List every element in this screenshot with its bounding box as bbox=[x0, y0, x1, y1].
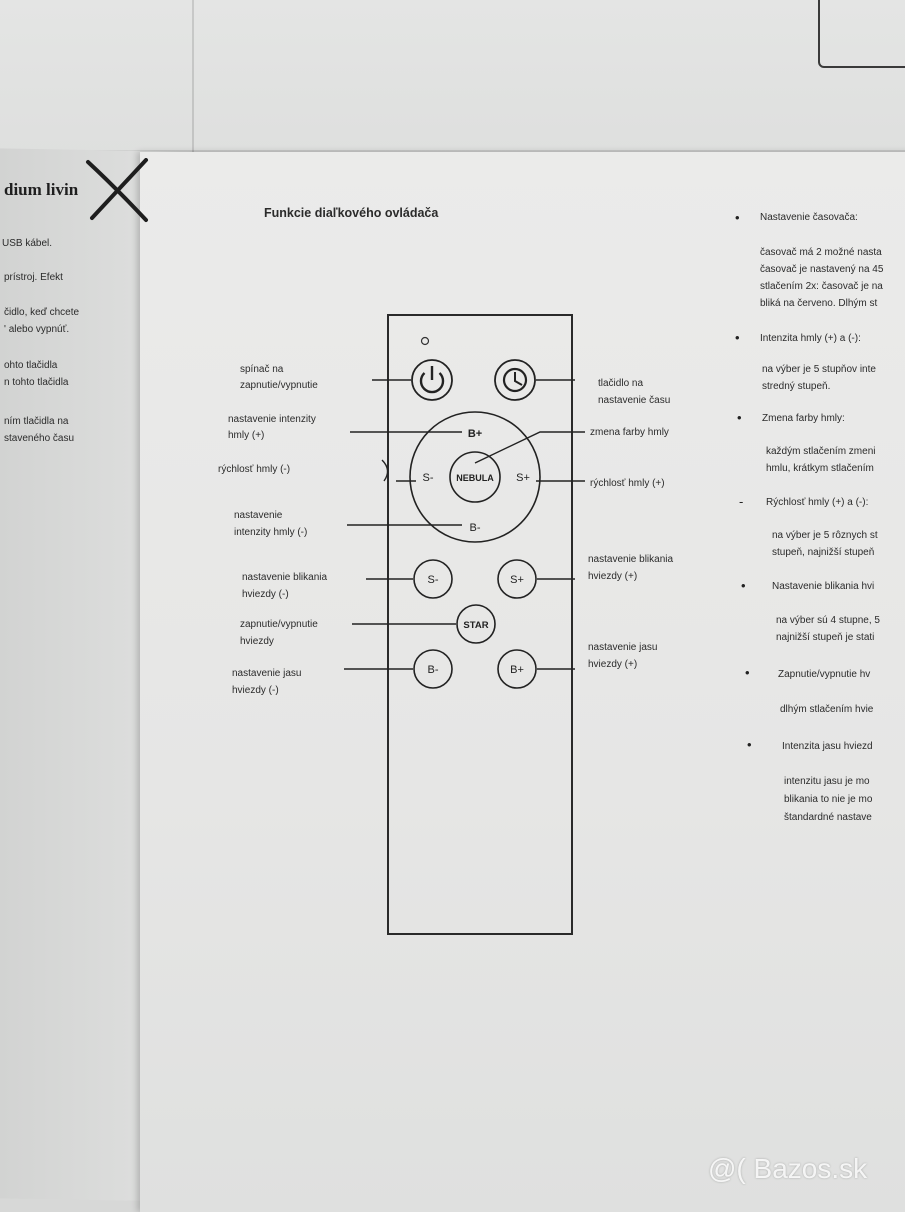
right-head-4: Rýchlosť hmly (+) a (-): bbox=[766, 497, 869, 508]
b-minus2-label: B- bbox=[428, 664, 439, 676]
right-bullet-3: • bbox=[737, 410, 742, 425]
left-line-7: ním tlačidla na bbox=[4, 416, 69, 427]
power-button-circle bbox=[411, 359, 453, 401]
right-line-2-1: na výber je 5 stupňov inte bbox=[762, 364, 876, 375]
left-line-5: ohto tlačidla bbox=[4, 360, 58, 371]
left-page-heading: dium livin bbox=[4, 180, 79, 199]
star-label: STAR bbox=[463, 620, 488, 631]
label-fog-intensity-plus-2: hmly (+) bbox=[228, 430, 265, 441]
right-line-4-2: stupeň, najnižší stupeň bbox=[772, 547, 875, 558]
right-bullet-7: • bbox=[747, 737, 752, 752]
label-star-blink-minus-2: hviezdy (-) bbox=[242, 589, 289, 600]
label-star-bright-plus-2: hviezdy (+) bbox=[588, 659, 638, 670]
right-line-1-4: bliká na červeno. Dlhým st bbox=[760, 298, 878, 309]
b-plus-label: B+ bbox=[468, 428, 482, 440]
label-star-blink-minus-1: nastavenie blikania bbox=[242, 572, 328, 583]
label-timer-1: tlačidlo na bbox=[598, 378, 644, 389]
star-bright-plus-circle bbox=[497, 649, 537, 689]
right-line-5-1: na výber sú 4 stupne, 5 bbox=[776, 615, 880, 626]
right-bullet-5: • bbox=[741, 578, 746, 593]
nebula-button-circle bbox=[449, 451, 501, 503]
left-line-8: staveného času bbox=[4, 433, 75, 444]
label-power-1: spínač na bbox=[240, 364, 284, 375]
left-line-6: n tohto tlačidla bbox=[4, 377, 69, 388]
right-head-5: Nastavenie blikania hvi bbox=[772, 581, 875, 592]
star-blink-plus-circle bbox=[497, 559, 537, 599]
label-star-bright-plus-1: nastavenie jasu bbox=[588, 642, 658, 653]
right-head-2: Intenzita hmly (+) a (-): bbox=[760, 333, 861, 344]
label-fog-speed-plus: rýchlosť hmly (+) bbox=[590, 478, 665, 489]
label-fog-intensity-plus-1: nastavenie intenzity bbox=[228, 414, 316, 425]
s-plus-label: S+ bbox=[516, 472, 530, 484]
star-blink-minus-circle bbox=[413, 559, 453, 599]
right-head-1: Nastavenie časovača: bbox=[760, 212, 858, 223]
label-star-onoff-2: hviezdy bbox=[240, 636, 274, 647]
right-bullet-4: - bbox=[739, 494, 744, 509]
label-fog-speed-minus: rýchlosť hmly (-) bbox=[218, 464, 291, 475]
paper-fold-horizontal bbox=[0, 150, 905, 153]
right-line-5-2: najnižší stupeň je stati bbox=[776, 632, 875, 643]
s-minus2-label: S- bbox=[428, 574, 439, 586]
leader-lines bbox=[344, 379, 585, 670]
watermark: @( Bazos.sk bbox=[708, 1153, 868, 1184]
star-bright-minus-circle bbox=[413, 649, 453, 689]
right-line-3-2: hmlu, krátkym stlačením bbox=[766, 463, 874, 474]
right-head-7: Intenzita jasu hviezd bbox=[782, 741, 873, 752]
star-button-circle bbox=[456, 604, 496, 644]
top-paper-sheet bbox=[0, 0, 905, 160]
led-indicator bbox=[420, 336, 430, 346]
left-line-4: ' alebo vypnúť. bbox=[4, 324, 70, 335]
right-head-6: Zapnutie/vypnutie hv bbox=[778, 669, 871, 680]
right-line-1-2: časovač je nastavený na 45 bbox=[760, 264, 884, 275]
right-line-6-1: dlhým stlačením hvie bbox=[780, 704, 874, 715]
right-line-1-1: časovač má 2 možné nasta bbox=[760, 247, 882, 258]
label-fog-intensity-minus-2: intenzity hmly (-) bbox=[234, 527, 308, 538]
label-star-bright-minus-1: nastavenie jasu bbox=[232, 668, 302, 679]
power-icon bbox=[419, 366, 445, 394]
right-line-4-1: na výber je 5 rôznych st bbox=[772, 530, 878, 541]
b-plus2-label: B+ bbox=[510, 664, 524, 676]
printed-box-corner bbox=[818, 0, 905, 68]
right-head-3: Zmena farby hmly: bbox=[762, 413, 845, 424]
label-fog-intensity-minus-1: nastavenie bbox=[234, 510, 283, 521]
label-star-blink-plus-1: nastavenie blikania bbox=[588, 554, 674, 565]
right-line-1-3: stlačením 2x: časovač je na bbox=[760, 281, 883, 292]
right-line-7-3: štandardné nastave bbox=[784, 812, 872, 823]
b-minus-label: B- bbox=[470, 522, 481, 534]
label-timer-2: nastavenie času bbox=[598, 395, 671, 406]
left-line-2: prístroj. Efekt bbox=[4, 272, 63, 283]
left-line-1: USB kábel. bbox=[2, 238, 53, 249]
right-line-7-1: intenzitu jasu je mo bbox=[784, 776, 870, 787]
right-line-3-1: každým stlačením zmeni bbox=[766, 446, 876, 457]
label-star-bright-minus-2: hviezdy (-) bbox=[232, 685, 279, 696]
page-title: Funkcie diaľkového ovládača bbox=[264, 206, 439, 220]
right-line-2-2: stredný stupeň. bbox=[762, 381, 831, 392]
left-line-3: čidlo, keď chcete bbox=[4, 307, 80, 318]
paper-fold-vertical bbox=[192, 0, 194, 160]
nebula-ring bbox=[409, 411, 541, 543]
label-color-change: zmena farby hmly bbox=[590, 427, 669, 438]
timer-button-circle bbox=[494, 359, 536, 401]
right-bullet-2: • bbox=[735, 330, 740, 345]
main-paper-sheet bbox=[140, 152, 905, 1212]
timer-icon bbox=[502, 367, 528, 393]
right-bullet-1: • bbox=[735, 210, 740, 225]
s-minus-label: S- bbox=[423, 472, 434, 484]
cross-mark-icon bbox=[86, 158, 148, 222]
right-line-7-2: blikania to nie je mo bbox=[784, 794, 873, 805]
label-star-blink-plus-2: hviezdy (+) bbox=[588, 571, 638, 582]
label-power-2: zapnutie/vypnutie bbox=[240, 380, 318, 391]
label-star-onoff-1: zapnutie/vypnutie bbox=[240, 619, 318, 630]
right-bullet-6: • bbox=[745, 665, 750, 680]
s-plus2-label: S+ bbox=[510, 574, 524, 586]
nebula-label: NEBULA bbox=[456, 473, 494, 483]
